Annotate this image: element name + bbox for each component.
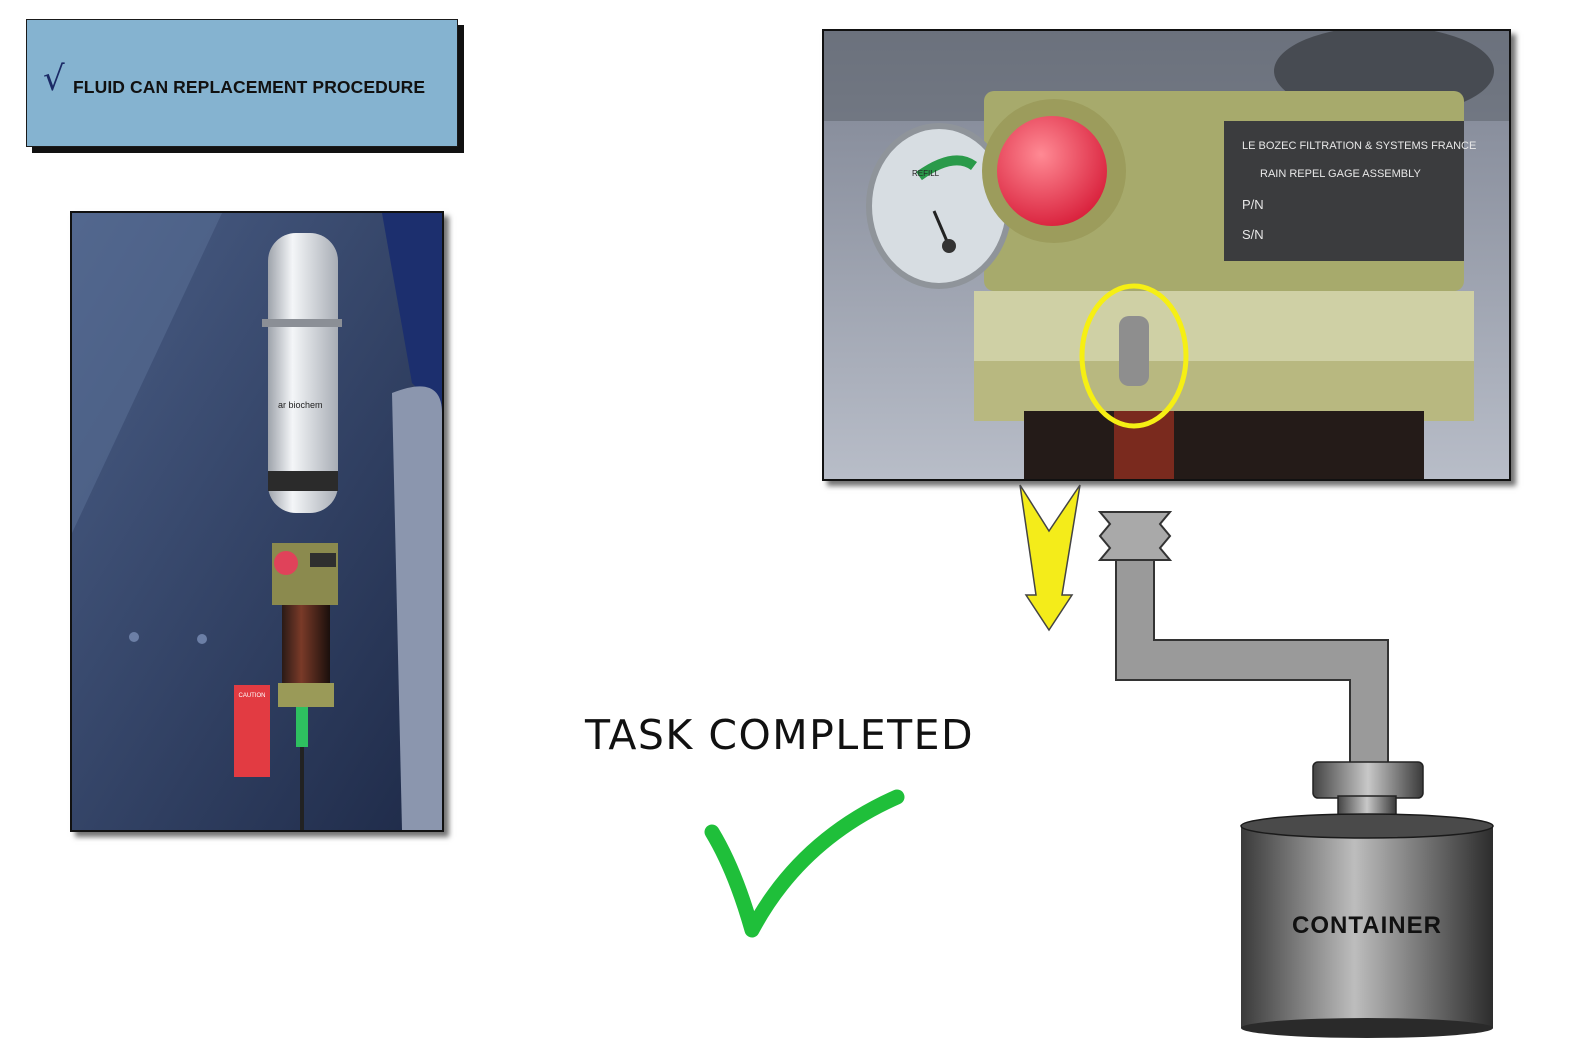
drain-hose <box>1115 547 1389 771</box>
caution-label: CAUTION <box>239 693 266 699</box>
task-completed-label: TASK COMPLETED <box>585 711 975 759</box>
gauge-label: REFILL <box>912 169 940 178</box>
page-title: FLUID CAN REPLACEMENT PROCEDURE <box>73 77 426 97</box>
plate-pn: P/N <box>1242 197 1264 212</box>
checkmark-icon: √ <box>43 59 65 99</box>
gage-assembly-photo: LE BOZEC FILTRATION & SYSTEMS FRANCE RAI… <box>822 29 1511 481</box>
checkmark-icon <box>704 789 905 938</box>
title-banner: √ FLUID CAN REPLACEMENT PROCEDURE <box>26 19 458 147</box>
can-brand-label: ar biochem <box>278 400 323 410</box>
hose-nozzle <box>1097 511 1173 561</box>
down-arrow-icon <box>1019 484 1081 632</box>
plate-line-2: RAIN REPEL GAGE ASSEMBLY <box>1260 168 1421 180</box>
container-icon <box>1240 761 1494 1038</box>
plate-sn: S/N <box>1242 227 1264 242</box>
plate-line-1: LE BOZEC FILTRATION & SYSTEMS FRANCE <box>1242 140 1476 152</box>
container-label: CONTAINER <box>1292 912 1442 939</box>
fluid-can-photo: ar biochem CAUTION <box>70 211 444 832</box>
